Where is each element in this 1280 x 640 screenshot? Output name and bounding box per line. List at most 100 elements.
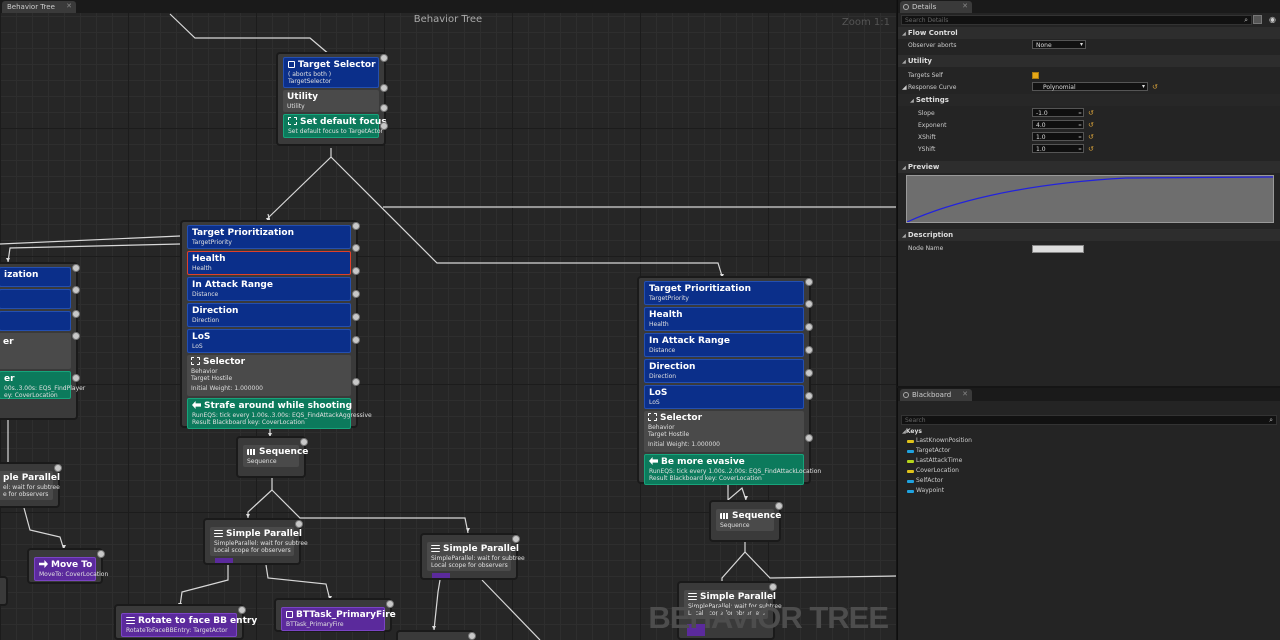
category-flow-control[interactable]: Flow Control [898,27,1280,39]
pin[interactable] [805,323,813,331]
graph-canvas[interactable]: Behavior Tree✕ Behavior Tree Zoom 1:1 [0,0,896,640]
close-icon[interactable]: ✕ [962,2,968,10]
pin[interactable] [769,583,777,591]
prioritization-block[interactable]: ization [0,267,71,287]
parallel-block[interactable]: Simple Parallel SimpleParallel: wait for… [210,527,294,556]
category-settings[interactable]: Settings [898,94,1280,106]
pin[interactable] [72,310,80,318]
blackboard-key-item[interactable]: Waypoint [898,486,1280,496]
attack-range-decorator[interactable]: In Attack Range Distance [187,277,351,301]
category-utility[interactable]: Utility [898,55,1280,67]
pin[interactable] [352,378,360,386]
tab-details[interactable]: Details✕ [900,1,972,13]
details-search-input[interactable]: Search Details⌕ [901,15,1252,25]
parallel-block[interactable]: Simple Parallel SimpleParallel: wait for… [427,542,511,571]
set-default-focus-service[interactable]: Set default focus Set default focus to T… [283,114,379,138]
expand-arrow-icon[interactable]: ◢ [902,84,907,91]
pin[interactable] [468,632,476,640]
parallel-block[interactable]: ple Parallel el: wait for subtree e for … [0,471,53,500]
blackboard-key-item[interactable]: SelfActor [898,476,1280,486]
tab-behavior-tree[interactable]: Behavior Tree✕ [2,1,76,13]
sequence-node-center[interactable]: Sequence Sequence [236,436,306,478]
primary-fire-task-node[interactable]: BTTask_PrimaryFire BTTask_PrimaryFire [274,598,392,632]
pin[interactable] [72,286,80,294]
category-description[interactable]: Description [898,229,1280,241]
prioritization-block[interactable]: Target Prioritization TargetPriority [187,225,351,249]
simple-parallel-node-left[interactable]: ple Parallel el: wait for subtree e for … [0,462,60,508]
move-to-block[interactable]: Move To MoveTo: CoverLocation [34,557,96,581]
los-decorator[interactable]: LoS LoS [644,385,804,409]
simple-parallel-node-a[interactable]: Simple Parallel SimpleParallel: wait for… [203,518,301,565]
utility-block[interactable]: Utility Utility [283,90,379,112]
direction-decorator[interactable]: Direction Direction [644,359,804,383]
pin[interactable] [380,104,388,112]
blackboard-key-item[interactable]: TargetActor [898,446,1280,456]
prioritization-block[interactable]: Target Prioritization TargetPriority [644,281,804,305]
los-decorator[interactable]: LoS LoS [187,329,351,353]
pin[interactable] [805,346,813,354]
blackboard-key-item[interactable]: CoverLocation [898,466,1280,476]
pin[interactable] [380,122,388,130]
pin[interactable] [352,313,360,321]
observer-aborts-dropdown[interactable]: None [1032,40,1086,49]
partial-node-edge[interactable] [0,576,8,606]
pin[interactable] [352,222,360,230]
eye-icon[interactable]: ◉ [1269,15,1276,24]
target-prioritization-node-right[interactable]: Target Prioritization TargetPriority Hea… [637,276,811,484]
pin[interactable] [386,600,394,608]
reset-arrow-icon[interactable]: ↺ [1088,109,1094,117]
pin[interactable] [805,434,813,442]
pin[interactable] [775,502,783,510]
pin[interactable] [805,278,813,286]
reset-arrow-icon[interactable]: ↺ [1088,145,1094,153]
pin[interactable] [352,244,360,252]
rotate-block[interactable]: Rotate to face BB entry RotateToFaceBBEn… [121,613,237,637]
targets-self-checkbox[interactable] [1032,72,1039,79]
pin[interactable] [352,336,360,344]
blackboard-search-input[interactable]: Search⌕ [901,415,1277,425]
target-prioritization-node-center[interactable]: Target Prioritization TargetPriority Hea… [180,220,358,428]
pin[interactable] [295,520,303,528]
eqs-service-block[interactable]: Strafe around while shooting RunEQS: tic… [187,398,351,429]
pin[interactable] [512,535,520,543]
blackboard-key-item[interactable]: LastKnownPosition [898,436,1280,446]
pin[interactable] [72,374,80,382]
exponent-input[interactable]: 4.0 [1032,120,1084,129]
blackboard-key-item[interactable]: LastAttackTime [898,456,1280,466]
yshift-input[interactable]: 1.0 [1032,144,1084,153]
direction-decorator[interactable]: Direction Direction [187,303,351,327]
node-name-input[interactable] [1032,245,1084,253]
pin[interactable] [380,54,388,62]
health-decorator[interactable]: Health Health [644,307,804,331]
target-selector-node[interactable]: Target Selector ( aborts both ) TargetSe… [276,52,386,146]
target-prioritization-node-left[interactable]: ization er er 00s..3.00s: EQS_FindPlayer… [0,262,78,420]
decorator-block[interactable] [0,311,71,331]
attack-range-decorator[interactable]: In Attack Range Distance [644,333,804,357]
xshift-input[interactable]: 1.0 [1032,132,1084,141]
eqs-service-block[interactable]: Be more evasive RunEQS: tick every 1.00s… [644,454,804,485]
view-options-icon[interactable] [1253,15,1262,24]
pin[interactable] [72,332,80,340]
pin[interactable] [805,300,813,308]
slope-input[interactable]: -1.0 [1032,108,1084,117]
move-to-task-node[interactable]: Move To MoveTo: CoverLocation [27,548,103,584]
primary-fire-block[interactable]: BTTask_PrimaryFire BTTask_PrimaryFire [281,607,385,631]
close-icon[interactable]: ✕ [66,2,72,10]
sequence-node-right[interactable]: Sequence Sequence [709,500,781,542]
sequence-block[interactable]: Sequence Sequence [716,509,774,531]
pin[interactable] [300,438,308,446]
reset-arrow-icon[interactable]: ↺ [1152,83,1158,91]
pin[interactable] [72,264,80,272]
pin[interactable] [352,267,360,275]
selector-block[interactable]: Selector Behavior Target Hostile Initial… [644,411,804,452]
tab-blackboard[interactable]: Blackboard✕ [900,389,972,401]
pin[interactable] [805,392,813,400]
pin[interactable] [54,464,62,472]
rotate-to-face-task-node[interactable]: Rotate to face BB entry RotateToFaceBBEn… [114,604,244,640]
pin[interactable] [380,84,388,92]
pin[interactable] [805,369,813,377]
selector-block[interactable]: Selector Behavior Target Hostile Initial… [187,355,351,396]
pin[interactable] [352,290,360,298]
close-icon[interactable]: ✕ [962,390,968,398]
eqs-service-block[interactable]: er 00s..3.00s: EQS_FindPlayer ey: CoverL… [0,371,71,399]
